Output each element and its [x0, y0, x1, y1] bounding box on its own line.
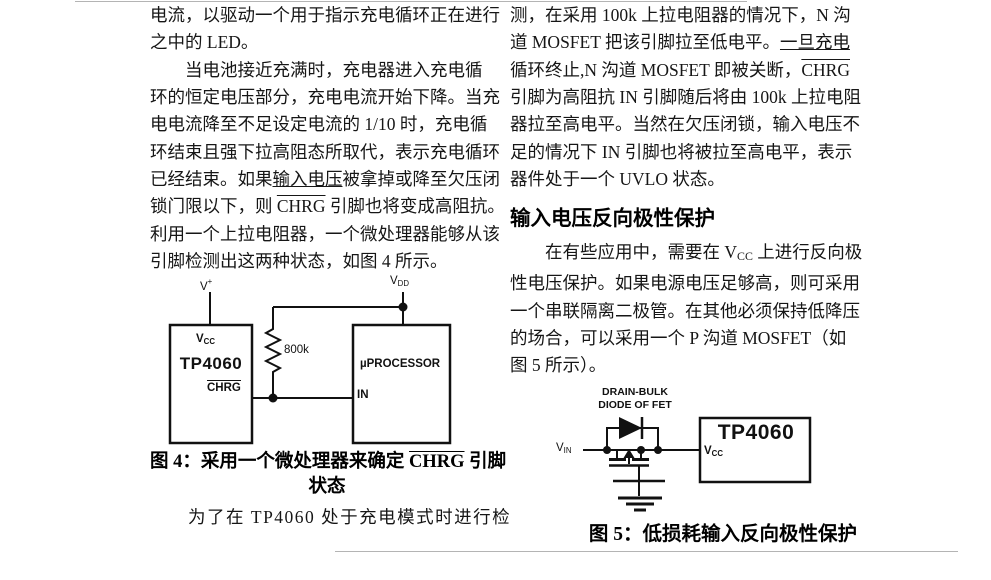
text-line: 图 5 所示）。 [510, 355, 607, 376]
text-line: 足的情况下 IN 引脚也将被拉至高电平，表示 [510, 141, 853, 162]
drain-bulk-note-line1: DRAIN-BULK [602, 386, 668, 398]
text-line: 为了在 TP4060 处于充电模式时进行检 [150, 507, 512, 527]
resistor-value-label: 800k [284, 344, 309, 356]
junction-dot [268, 393, 278, 403]
mosfet-symbol [609, 449, 665, 483]
figure5: DRAIN-BULK DIODE OF FET VIN TP4060 VCC [555, 384, 857, 520]
junction-dot [637, 446, 645, 454]
text-line: 器件处于一个 UVLO 状态。 [510, 169, 725, 190]
vplus-label: V+ [200, 277, 213, 293]
text-line: 环的恒定电压部分，充电电流开始下降。当充 [150, 87, 500, 108]
right-column-text: 测，在采用 100k 上拉电阻器的情况下，N 沟道 MOSFET 把该引脚拉至低… [510, 2, 876, 193]
text-line: 已经结束。如果输入电压被拿掉或降至欠压闭 [150, 169, 500, 190]
figure5-diagram [583, 416, 812, 512]
text-line: 环结束且强下拉高阻态所取代，表示充电循环 [150, 141, 500, 162]
vdd-label: VDD [390, 275, 409, 288]
text-line: 图 4：采用一个微处理器来确定 CHRG 引脚 [150, 452, 507, 472]
figure4-diagram [168, 292, 452, 445]
figure4-caption: 图 4：采用一个微处理器来确定 CHRG 引脚状态 [150, 450, 507, 499]
text-line: 之中的 LED。 [150, 32, 259, 53]
uprocessor-label: µPROCESSOR [360, 358, 441, 370]
resistor-symbol [263, 307, 283, 398]
text-line: 一个串联隔离二极管。在其他必须保持低降压 [510, 300, 860, 321]
text-line: 电电流降至不足设定电流的 1/10 时，充电循 [150, 114, 488, 135]
figure4: V+ VDD VCC TP4060 CHRG 800k µPROCESSOR I… [150, 275, 504, 448]
vcc-pin-label: VCC [196, 333, 215, 346]
left-column-continuation: 为了在 TP4060 处于充电模式时进行检 [150, 504, 510, 531]
tp4060-chip-label: TP4060 [179, 354, 243, 373]
bottom-rule [335, 551, 958, 552]
tp4060-box [698, 416, 812, 484]
right-paragraph: 在有些应用中，需要在 VCC 上进行反向极性电压保护。如果电源电压足够高，则可采… [510, 239, 876, 380]
diode-symbol [619, 417, 644, 439]
uprocessor-box [351, 323, 452, 445]
left-column-text: 电流，以驱动一个用于指示充电循环正在进行之中的 LED。 当电池接近充满时，充电… [150, 2, 506, 275]
drain-bulk-note-line2: DIODE OF FET [598, 399, 672, 411]
chrg-pin-label: CHRG [207, 380, 241, 394]
text-line: 引脚为高阻抗 IN 引脚随后将由 100k 上拉电阻 [510, 87, 861, 108]
text-line: 性电压保护。如果电源电压足够高，则可采用 [510, 273, 860, 294]
tp4060-chip-label: TP4060 [717, 421, 795, 444]
junction-dot [603, 446, 611, 454]
text-line: 器拉至高电平。当然在欠压闭锁，输入电压不 [510, 114, 860, 135]
section-heading: 输入电压反向极性保护 [510, 207, 715, 230]
tp4060-box [168, 323, 254, 445]
text-line: 当电池接近充满时，充电器进入充电循 [150, 59, 483, 80]
top-rule [75, 1, 747, 2]
text-line: 测，在采用 100k 上拉电阻器的情况下，N 沟 [510, 5, 851, 25]
text-line: 循环终止,N 沟道 MOSFET 即被关断，CHRG [510, 59, 850, 80]
text-line: 利用一个上拉电阻器，一个微处理器能够从该 [150, 223, 500, 244]
text-line: 引脚检测出这两种状态，如图 4 所示。 [150, 251, 448, 272]
figure5-caption: 图 5：低损耗输入反向极性保护 [588, 524, 858, 545]
text-line: 的场合，可以采用一个 P 沟道 MOSFET（如 [510, 328, 847, 349]
junction-dot [654, 446, 662, 454]
text-line: 锁门限以下，则 CHRG 引脚也将变成高阻抗。 [150, 196, 505, 217]
text-line: 道 MOSFET 把该引脚拉至低电平。一旦充电 [510, 32, 850, 53]
ground-symbol [618, 496, 662, 512]
vin-label: VIN [556, 442, 572, 455]
text-line: 状态 [308, 476, 346, 497]
junction-dot [398, 302, 408, 312]
text-line: 电流，以驱动一个用于指示充电循环正在进行 [150, 5, 500, 25]
vcc-pin-label: VCC [704, 445, 723, 458]
in-pin-label: IN [357, 389, 369, 401]
text-line: 在有些应用中，需要在 VCC 上进行反向极 [510, 242, 863, 263]
